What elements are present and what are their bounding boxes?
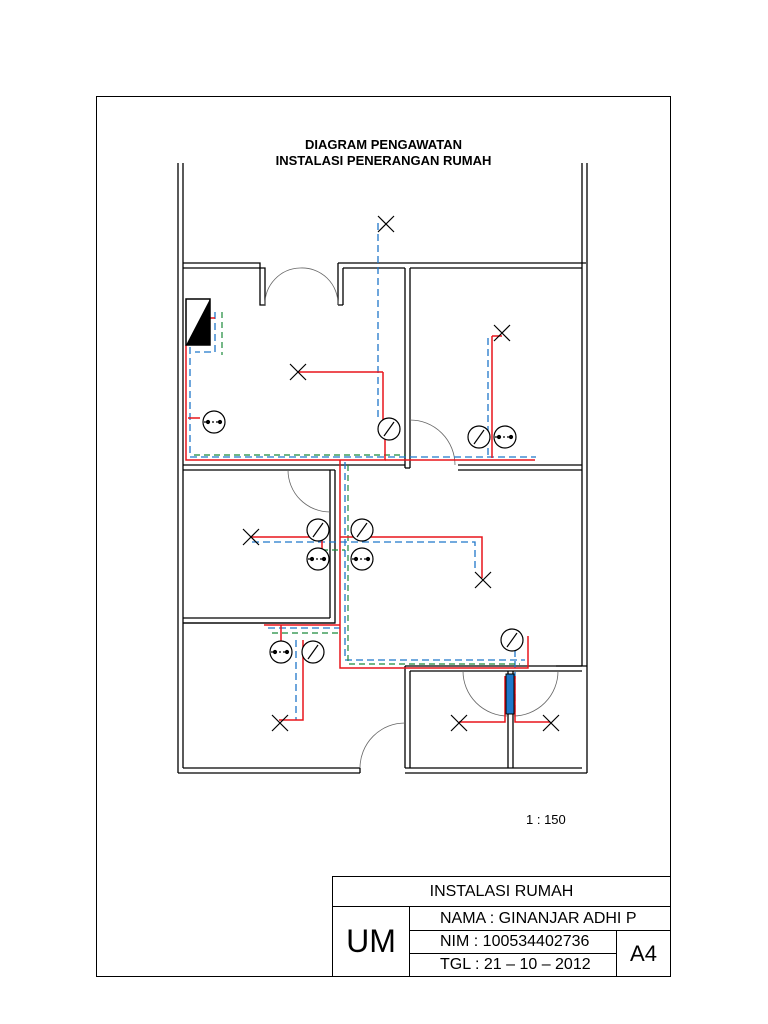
project-title: INSTALASI RUMAH [429, 882, 574, 900]
panel-box-icon [185, 298, 211, 346]
socket-icon [269, 640, 293, 664]
fixture-bar-icon [505, 673, 515, 715]
socket-icon [202, 410, 226, 434]
lamp-icon [289, 363, 307, 381]
lamp-icon [474, 571, 492, 589]
nim-cell: NIM : 100534402736 [409, 930, 617, 954]
paper-size: A4 [630, 940, 657, 966]
socket-icon [306, 547, 330, 571]
lamp-points [242, 215, 560, 732]
institution-logo: UM [346, 923, 396, 959]
lamp-icon [542, 714, 560, 732]
name-cell: NAMA : GINANJAR ADHI P [409, 906, 671, 931]
student-name: NAMA : GINANJAR ADHI P [440, 909, 637, 927]
walls [177, 163, 588, 774]
project-title-cell: INSTALASI RUMAH [332, 876, 671, 907]
scale-label: 1 : 150 [526, 812, 566, 827]
paper-size-cell: A4 [616, 930, 671, 977]
switch-icon [350, 518, 374, 542]
date-cell: TGL : 21 – 10 – 2012 [409, 953, 617, 977]
switch-icon [377, 417, 401, 441]
switches-sockets [202, 410, 524, 664]
switch-icon [306, 518, 330, 542]
phase-wiring [185, 317, 550, 723]
socket-icon [493, 425, 517, 449]
lamp-icon [271, 714, 289, 732]
switch-icon [500, 628, 524, 652]
lamp-icon [377, 215, 395, 233]
diagram-subtitle: INSTALASI PENERANGAN RUMAH [275, 153, 492, 168]
drawing-date: TGL : 21 – 10 – 2012 [440, 956, 591, 973]
neutral-wiring [189, 223, 536, 720]
lamp-icon [242, 528, 260, 546]
lamp-icon [450, 714, 468, 732]
switch-icon [467, 425, 491, 449]
door-swings [264, 267, 559, 769]
lamp-icon [493, 324, 511, 342]
logo-cell: UM [332, 906, 410, 977]
student-nim: NIM : 100534402736 [440, 933, 590, 950]
ground-wiring [194, 312, 520, 665]
switch-icon [301, 640, 325, 664]
socket-icon [350, 547, 374, 571]
diagram-title: DIAGRAM PENGAWATAN [305, 137, 462, 152]
